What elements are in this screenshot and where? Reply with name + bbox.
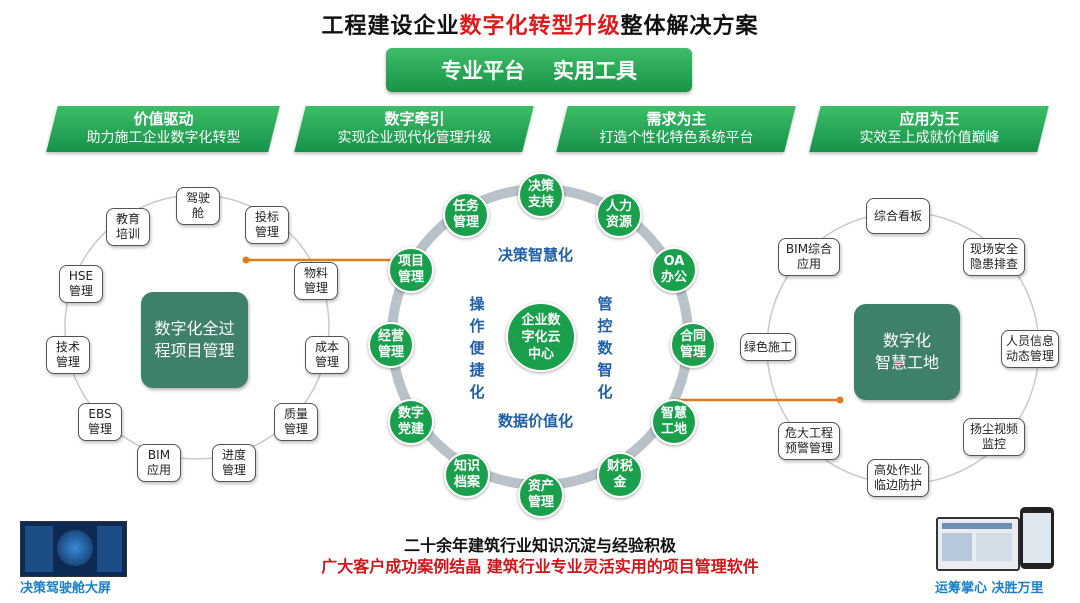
right-connector-dot [836,396,844,404]
middle-top-text: 决策智慧化 [498,246,574,264]
mobile-caption: 运筹掌心 决胜万里 [935,581,1044,596]
page-title: 工程建设企业数字化转型升级整体解决方案 [0,8,1080,40]
center-line: 企业数 [521,312,561,328]
left-ring-node: 质量管理 [274,403,318,441]
left-ring-node: 成本管理 [305,336,349,374]
cockpit-caption: 决策驾驶舱大屏 [20,581,112,596]
right-ring-node: 扬尘视频监控 [963,418,1025,456]
platform-right-label: 实用工具 [553,59,637,83]
center-line: 程项目管理 [154,341,235,360]
title-highlight: 数字化转型升级 [459,14,621,39]
bottom-line-1: 二十余年建筑行业知识沉淀与经验积极 [403,536,676,555]
left-ring-node: 投标管理 [245,206,289,244]
center-line: 数字化 [882,331,931,350]
center-line: 智慧工地 [874,353,939,372]
left-ring-node: 物料管理 [294,262,338,300]
middle-ring-node: 人力资源 [596,192,642,238]
left-ring-node: 驾驶舱 [176,187,220,225]
right-ring-node: 危大工程预警管理 [778,422,840,460]
left-center-box: 数字化全过程项目管理 [141,292,248,388]
middle-center-node: 企业数字化云中心 [506,302,576,372]
middle-ring-node: 项目管理 [388,247,434,293]
middle-ring-node: 合同管理 [670,322,716,368]
title-prefix: 工程建设企业 [321,14,460,39]
right-ring-node: BIM综合应用 [778,238,840,276]
middle-ring-node: 资产管理 [518,472,564,518]
middle-bottom-text: 数据价值化 [498,412,574,430]
monitor-image [936,517,1020,571]
middle-ring-node: 智慧工地 [651,399,697,445]
left-ring-node: 进度管理 [212,444,256,482]
center-line: 数字化全过 [154,319,235,338]
phone-image [1020,507,1054,569]
middle-right-vertical-text: 管控数智化 [597,295,613,401]
center-line: 中心 [527,346,554,362]
middle-ring-node: 任务管理 [443,192,489,238]
middle-ring-node: 财税金 [597,452,643,498]
platform-left-label: 专业平台 [441,59,525,83]
center-line: 字化云 [521,329,561,345]
right-center-box: 数字化智慧工地 [854,304,960,400]
right-ring-node: 人员信息动态管理 [1001,330,1059,368]
middle-ring-node: 知识档案 [444,452,490,498]
middle-left-vertical-text: 操作便捷化 [469,295,485,401]
right-ring-node: 高处作业临边防护 [867,459,929,497]
platform-banner: 专业平台 实用工具 [386,48,692,92]
bottom-line-2: 广大客户成功案例结晶 建筑行业专业灵活实用的项目管理软件 [321,557,759,576]
middle-ring-node: 数字党建 [388,399,434,445]
left-ring-node: 教育培训 [106,208,150,246]
right-ring-node: 综合看板 [866,198,930,234]
title-suffix: 整体解决方案 [620,14,759,39]
left-connector-dot [242,256,250,264]
right-ring-node: 现场安全隐患排查 [963,238,1025,276]
cockpit-screen-image [20,521,127,577]
left-ring-node: 技术管理 [46,336,90,374]
middle-ring-node: 经营管理 [368,322,414,368]
right-ring-node: 绿色施工 [740,333,796,361]
middle-ring-node: 决策支持 [518,172,564,218]
